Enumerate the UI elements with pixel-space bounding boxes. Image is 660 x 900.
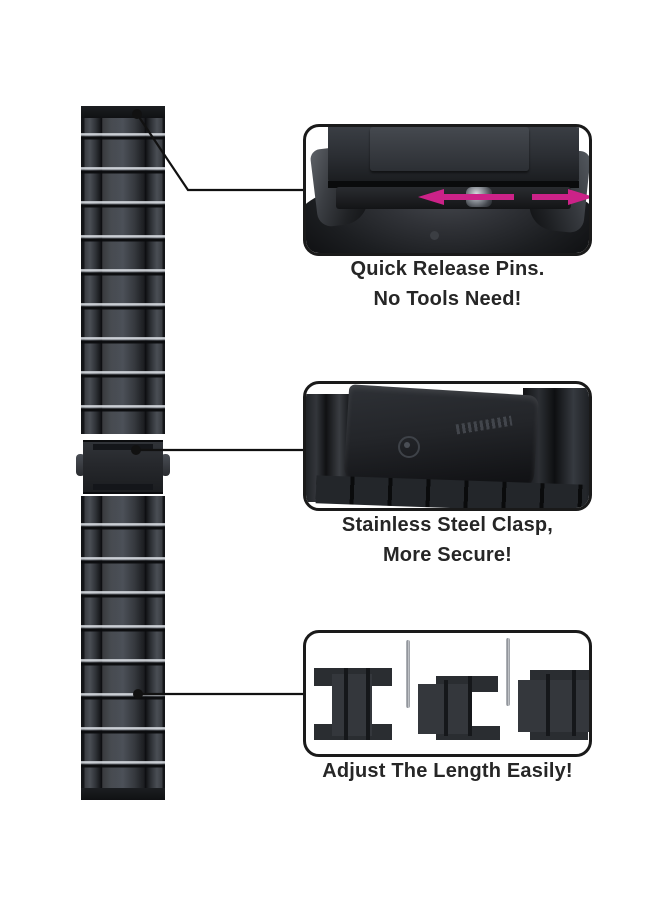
detail-panel-quick-release (303, 124, 592, 256)
clasp-release-button-right (161, 454, 170, 476)
detail-panel-stainless-clasp (303, 381, 592, 511)
band-upper-strap (81, 106, 165, 434)
band-bottom-end-cap (81, 788, 165, 800)
removable-link-2 (418, 676, 500, 740)
band-link-seams (81, 106, 165, 434)
lug-gap-shadow (328, 181, 579, 188)
band-clasp (76, 432, 170, 498)
caption-adjust-length-line1: Adjust The Length Easily! (322, 760, 573, 782)
clasp-lip-top (93, 444, 153, 450)
detail-panel-adjust-length (303, 630, 592, 757)
stainless-clasp-photo (306, 384, 589, 508)
clasp-lip-bottom (93, 484, 153, 490)
removable-link-1 (314, 668, 392, 740)
arrow-left-icon (418, 189, 514, 205)
adjustment-pin-1 (406, 640, 410, 708)
band-end-plate-inner (370, 127, 529, 171)
case-back-dot (430, 231, 439, 240)
caption-quick-release-line2: No Tools Need! (373, 288, 522, 310)
band-top-end-cap (81, 106, 165, 118)
clasp-release-button-left (76, 454, 85, 476)
clasp-cover-plate (83, 440, 163, 494)
band-end-plate (328, 127, 579, 183)
band-link-seams-lower (81, 496, 165, 800)
clasp-logo-dot-icon (404, 442, 410, 448)
watch-band-figure (76, 106, 170, 800)
band-lower-strap (81, 496, 165, 800)
removable-link-3 (518, 670, 589, 740)
arrow-right-icon (532, 189, 589, 205)
caption-clasp-line1: Stainless Steel Clasp, (341, 514, 554, 536)
caption-quick-release-line1: Quick Release Pins. (350, 258, 545, 280)
quick-release-photo (306, 127, 589, 253)
caption-clasp-line2: More Secure! (382, 544, 513, 566)
adjust-length-photo (306, 633, 589, 754)
adjustment-pin-2 (506, 638, 510, 706)
clasp-logo-ring-icon (398, 436, 420, 458)
